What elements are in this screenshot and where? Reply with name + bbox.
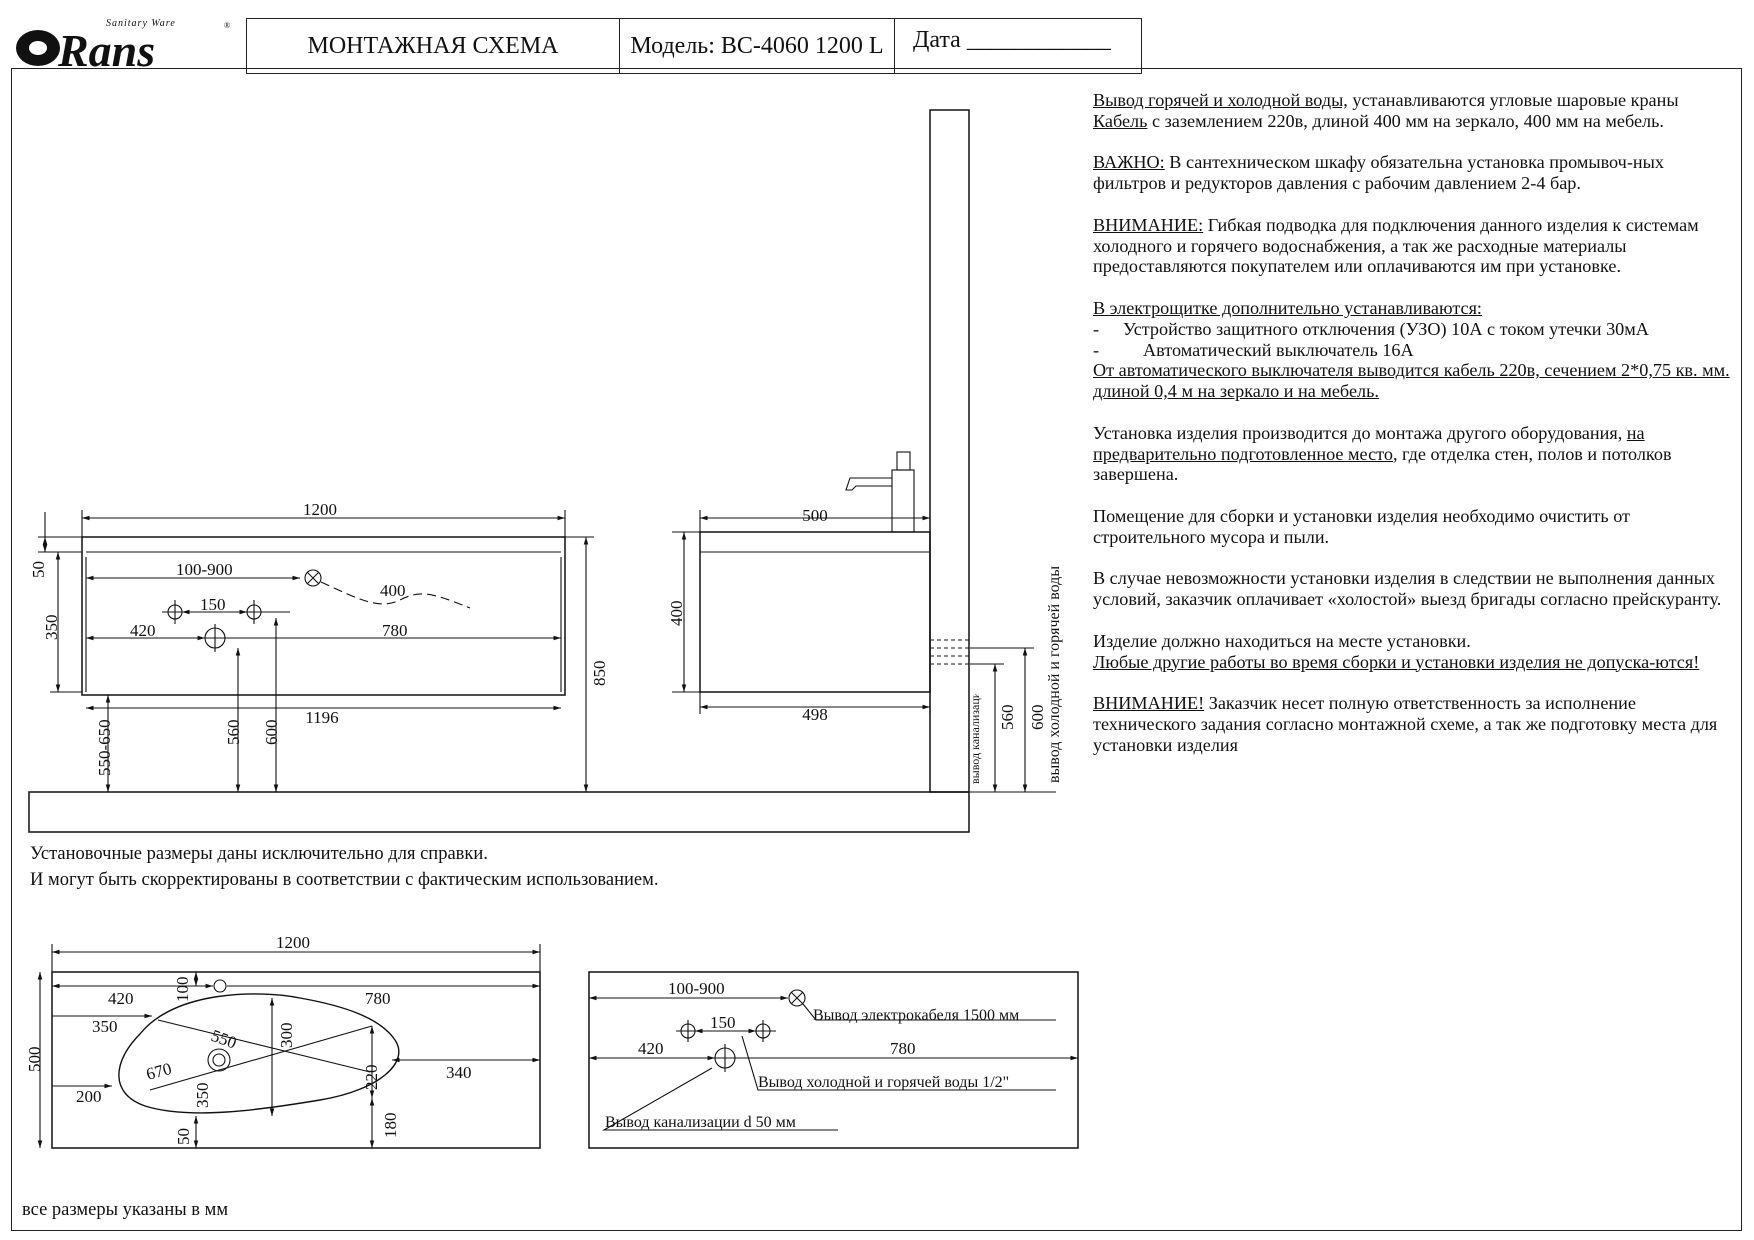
side-height: 400 (667, 601, 686, 627)
front-drain-right: 780 (382, 621, 408, 640)
top-d550: 550 (209, 1026, 239, 1053)
model-label: Модель: BC-4060 1200 L (619, 18, 895, 74)
top-d100: 100 (173, 977, 192, 1003)
top-d300: 300 (277, 1023, 296, 1049)
note-attention-supply: ВНИМАНИЕ: Гибкая подводка для подключени… (1093, 214, 1699, 277)
installation-notes: Вывод горячей и холодной воды, устанавли… (1093, 90, 1738, 776)
front-h-top: 50 (29, 561, 48, 578)
top-width: 1200 (276, 933, 310, 952)
note-responsibility: ВНИМАНИЕ! Заказчик несет полную ответств… (1093, 693, 1718, 755)
top-d780: 780 (365, 989, 391, 1008)
top-d50: 50 (174, 1128, 193, 1145)
front-width-label: 1200 (303, 500, 337, 519)
conn-cable-label: Вывод электрокабеля 1500 мм (813, 1007, 1019, 1024)
note-electrical: В электрощитке дополнительно устанавлива… (1093, 297, 1730, 402)
side-water-label: вывод холодной и горячей воды (1046, 566, 1063, 783)
side-depth-top: 500 (802, 506, 828, 525)
top-d220: 220 (362, 1065, 381, 1091)
front-inner-width: 1196 (305, 708, 338, 727)
top-view (37, 944, 541, 1149)
front-cable-range: 100-900 (176, 560, 233, 579)
top-d340: 340 (446, 1063, 472, 1082)
top-d350b: 350 (193, 1083, 212, 1109)
front-h-total: 850 (590, 661, 609, 687)
note-water-cable: Вывод горячей и холодной воды, устанавли… (1093, 90, 1679, 131)
front-mixer-spacing: 150 (200, 595, 226, 614)
note-clean-room: Помещение для сборки и установки изделия… (1093, 505, 1630, 547)
sheet-title: МОНТАЖНАЯ СХЕМА (246, 18, 620, 74)
conn-drain-label: Вывод канализации d 50 мм (605, 1114, 796, 1131)
front-h-body: 350 (42, 615, 61, 641)
svg-text:Rans: Rans (57, 25, 155, 70)
svg-text:вывод канализации: вывод канализации (968, 694, 982, 784)
front-view (28, 109, 970, 833)
note-installation-order: Установка изделия производится до монтаж… (1093, 422, 1672, 485)
top-d670: 670 (144, 1059, 174, 1084)
svg-text:®: ® (224, 21, 230, 30)
conn-water-label: Вывод холодной и горячей воды 1/2" (758, 1074, 1009, 1091)
front-floor-gap: 550-650 (95, 719, 114, 776)
svg-text:Sanitary Ware: Sanitary Ware (106, 18, 176, 29)
top-d420: 420 (108, 989, 134, 1008)
side-view (672, 451, 1056, 793)
disclaimer-line-1: Установочные размеры даны исключительно … (30, 844, 488, 864)
front-h-drain: 560 (224, 720, 243, 746)
rans-logo: Rans Sanitary Ware ® (16, 18, 230, 70)
date-field[interactable]: Дата ____________ (894, 18, 1142, 74)
connections-plan (588, 971, 1079, 1149)
disclaimer-line-2: И могут быть скорректированы в соответст… (30, 870, 659, 890)
side-h-drain: 560 (998, 705, 1017, 731)
top-d350: 350 (92, 1017, 118, 1036)
note-important: ВАЖНО: В сантехническом шкафу обязательн… (1093, 152, 1664, 194)
conn-range: 100-900 (668, 979, 725, 998)
units-note: все размеры указаны в мм (22, 1200, 229, 1220)
conn-left: 420 (638, 1039, 664, 1058)
conn-right: 780 (890, 1039, 916, 1058)
side-h-water: 600 (1028, 705, 1047, 731)
side-drain-label: вывод канализации (968, 694, 982, 784)
conn-spacing: 150 (710, 1013, 736, 1032)
note-location: Изделие должно находиться на месте устан… (1093, 630, 1700, 672)
note-idle-visit: В случае невозможности установки изделия… (1093, 568, 1722, 610)
top-d200: 200 (76, 1087, 102, 1106)
front-h-water: 600 (262, 720, 281, 746)
drawing-frame (11, 68, 1742, 1231)
front-drain-offset: 420 (130, 621, 156, 640)
front-cable-len: 400 (380, 581, 406, 600)
top-d180: 180 (381, 1113, 400, 1139)
side-depth-body: 498 (802, 705, 828, 724)
top-depth: 500 (25, 1047, 44, 1073)
